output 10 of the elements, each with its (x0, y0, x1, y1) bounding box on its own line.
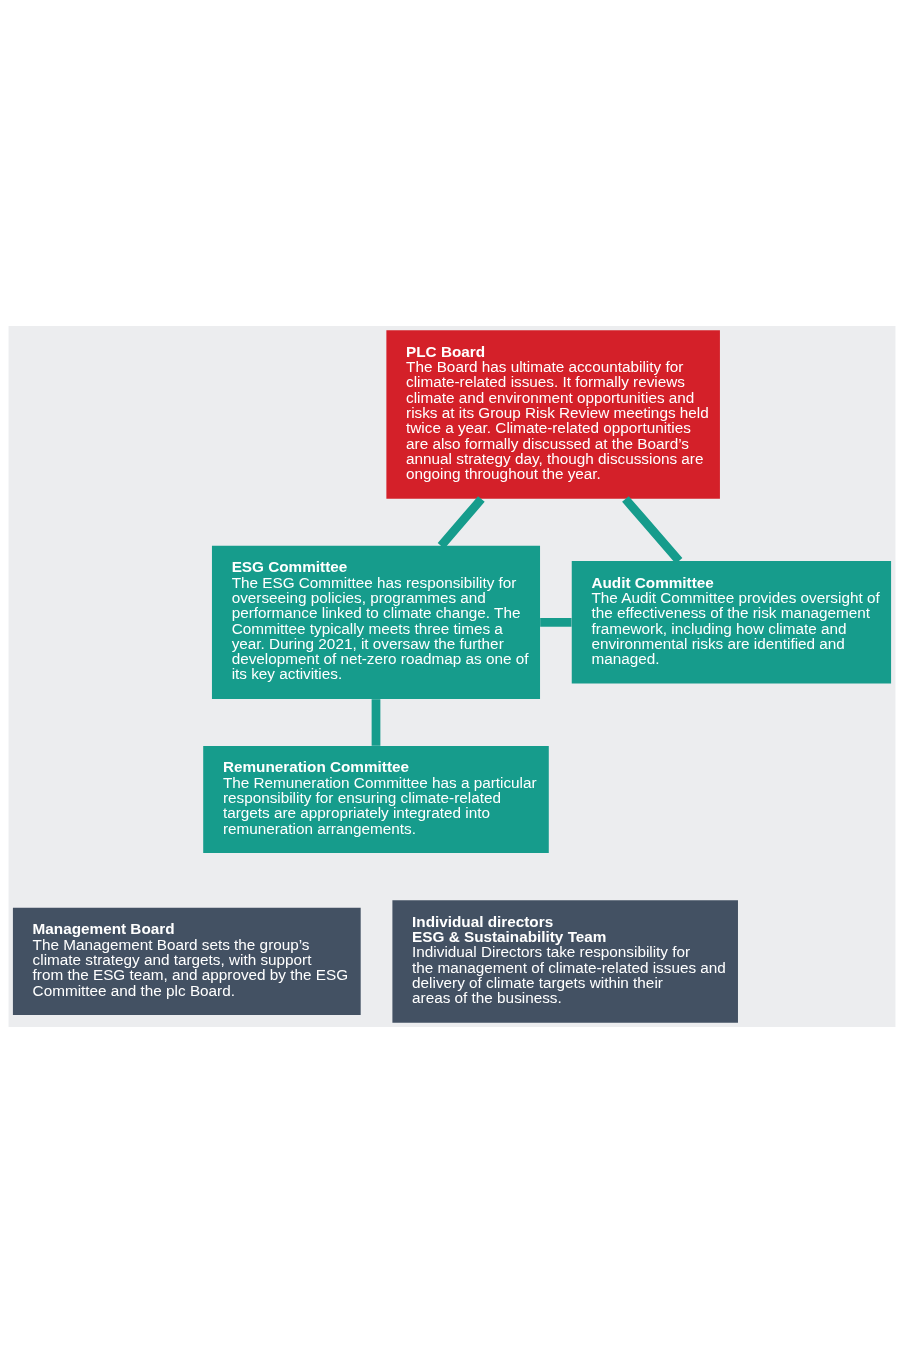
node-box: PLC Board The Board has ultimate accountability for climate-related issues. It formally reviews climate and environment opportunities and risks at its Group Risk Review meetings held twice a year. Climate-related opportunities are also formally discussed at the Board’s annual strategy day, though discussions are ongoing throughout the year. (386, 329, 720, 499)
node-box: Audit Committee The Audit Committee provides oversight of the effectiveness of the risk management framework, including how climate and environmental risks are identified and managed. (571, 560, 892, 684)
connector (437, 495, 485, 549)
node-box: Management Board The Management Board sets the group’s climate strategy and targets, with support from the ESG team, and approved by the ESG Committee and the plc Board. (12, 907, 361, 1015)
node-box: Individual directors ESG & Sustainability Team Individual Directors take responsibility for the management of climate-related issues and delivery of climate targets within their areas of the business. (392, 899, 738, 1023)
connector (540, 617, 572, 627)
connector (622, 495, 683, 564)
connector (371, 698, 381, 746)
node-box: Remuneration Committee The Remuneration Committee has a particular responsibility for ensuring climate-related targets are appropriately integrated into remuneration arrangements. (203, 745, 549, 853)
node-box: ESG Committee The ESG Committee has responsibility for overseeing policies, programmes and performance linked to climate change. The Committee typically meets three times a year. During 2021, it oversaw the further development of net-zero roadmap as one of its key activities. (211, 545, 541, 699)
